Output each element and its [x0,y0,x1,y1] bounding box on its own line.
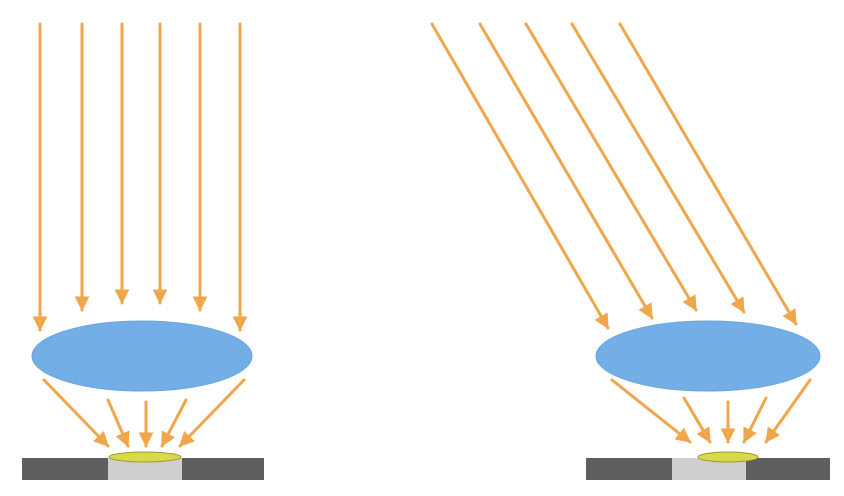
right-sensor-base-right [746,458,830,480]
right-image-sensor [586,451,830,480]
left-converging-ray-1 [42,378,110,448]
left-converging-ray-2 [106,398,130,448]
left-sensor-base-left [22,458,108,480]
left-image-sensor [22,451,264,480]
right-panel [430,22,830,480]
right-incident-ray-1 [430,22,610,330]
left-sensor-pixel [108,458,182,480]
left-sensor-base-right [182,458,264,480]
right-incident-rays [430,22,798,330]
right-converging-ray-2 [682,396,712,444]
left-panel [22,22,264,480]
right-converging-ray-4 [742,396,768,444]
right-focus-spot [697,451,759,463]
left-lens [31,320,253,392]
right-incident-ray-4 [570,22,746,314]
right-sensor-pixel [672,458,746,480]
left-converging-ray-4 [160,398,188,448]
right-incident-ray-5 [618,22,798,326]
left-converging-rays [42,378,246,448]
right-converging-ray-1 [610,378,692,444]
right-lens [595,320,821,392]
left-incident-rays [32,22,248,332]
right-incident-ray-3 [524,22,698,312]
right-sensor-base-left [586,458,672,480]
right-converging-rays [610,378,812,444]
left-converging-ray-5 [178,378,246,448]
right-converging-ray-5 [764,378,812,444]
left-focus-spot [108,451,182,463]
right-incident-ray-2 [478,22,654,320]
